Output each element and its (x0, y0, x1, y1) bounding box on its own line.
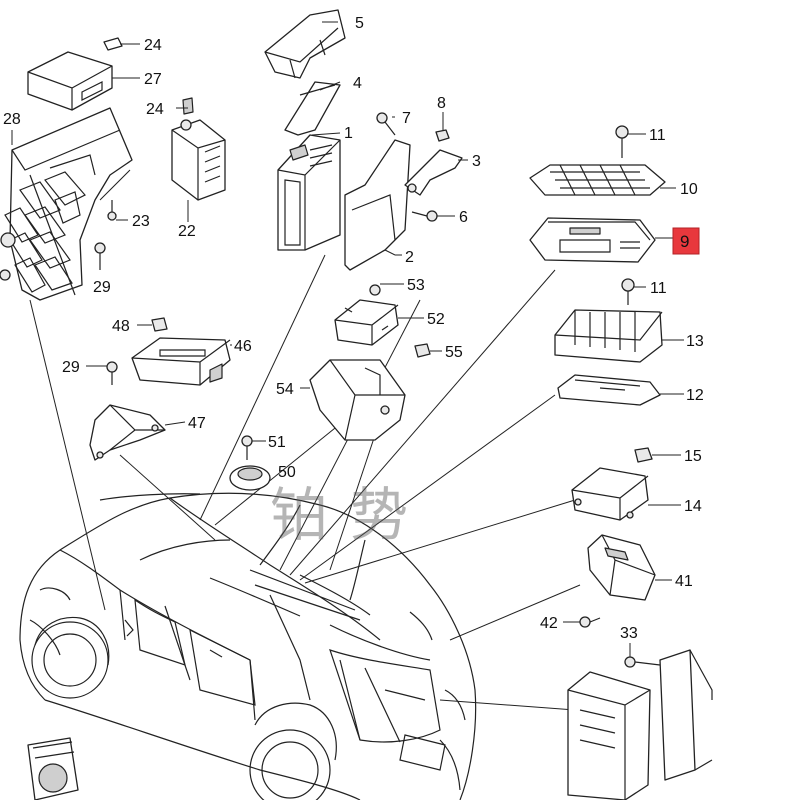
callout-11-top: 11 (649, 127, 666, 144)
vehicle-outline (19, 492, 477, 800)
callout-3: 3 (472, 153, 481, 170)
callout-9: 9 (680, 232, 689, 251)
callout-53: 53 (407, 277, 425, 294)
callout-12: 12 (686, 387, 704, 404)
callout-29-mid: 29 (62, 359, 80, 376)
part-1-control-unit (277, 134, 341, 251)
part-12-control-unit (557, 374, 661, 406)
part-29-bolt-top (94, 242, 106, 270)
callout-54: 54 (276, 381, 294, 398)
callout-1: 1 (344, 125, 353, 142)
callout-42: 42 (540, 615, 558, 632)
callout-7: 7 (402, 110, 411, 127)
part-4-bracket (284, 81, 341, 136)
part-29-bolt-mid (106, 361, 118, 385)
callout-50: 50 (278, 464, 296, 481)
part-8-nut (435, 129, 450, 142)
part-46-module (131, 337, 231, 386)
part-5-cover (264, 9, 346, 79)
part-9-control-unit (529, 217, 656, 263)
honeycomb-pattern (4, 171, 86, 293)
callout-28: 28 (3, 111, 21, 128)
callout-9-highlight (672, 227, 700, 255)
part-15-nut (634, 447, 653, 463)
part-7-bolt (376, 112, 396, 136)
callout-51: 51 (268, 434, 286, 451)
callout-46: 46 (234, 338, 252, 355)
part-14-control-unit (571, 467, 649, 521)
bottom-left-speaker (27, 737, 79, 800)
part-48-nut (151, 317, 168, 332)
part-13-housing (554, 309, 663, 363)
callout-23: 23 (132, 213, 150, 230)
callout-48: 48 (112, 318, 130, 335)
part-50-sensor (229, 465, 271, 491)
callout-5: 5 (355, 15, 364, 32)
part-55-nut (414, 343, 431, 358)
callout-10: 10 (680, 181, 698, 198)
callout-33: 33 (620, 625, 638, 642)
part-33-bolt (624, 656, 661, 668)
part-10-cover (529, 164, 666, 196)
callout-14: 14 (684, 498, 702, 515)
callout-labels: 24 27 24 28 23 22 29 5 4 7 8 1 3 6 2 11 … (3, 15, 704, 642)
part-11-bolt-top (615, 125, 629, 158)
part-6-bolt (411, 210, 438, 222)
callout-47: 47 (188, 415, 206, 432)
part-53-bolt (369, 284, 381, 296)
callout-52: 52 (427, 311, 445, 328)
watermark-text: 铂势 (270, 481, 430, 549)
part-22-control-unit (171, 97, 226, 222)
callout-leaders (86, 21, 684, 657)
callout-24-top: 24 (144, 37, 162, 54)
part-42-bolt (579, 616, 601, 628)
callout-6: 6 (459, 209, 468, 226)
part-2-bracket (344, 139, 411, 271)
part-51-bolt (241, 435, 253, 460)
part-11-bolt-mid (621, 278, 635, 305)
part-52-module (334, 299, 399, 346)
part-23-bolt (107, 200, 117, 221)
callout-13: 13 (686, 333, 704, 350)
callout-29-top: 29 (93, 279, 111, 296)
callout-15: 15 (684, 448, 702, 465)
callout-2: 2 (405, 249, 414, 266)
part-41-module (587, 534, 656, 601)
bottom-right-control-unit (567, 649, 713, 800)
callout-55: 55 (445, 344, 463, 361)
callout-41: 41 (675, 573, 693, 590)
part-3-bracket (404, 149, 463, 196)
callout-24-mid: 24 (146, 101, 164, 118)
callout-11-mid: 11 (650, 280, 667, 297)
part-54-bracket (309, 359, 406, 441)
callout-4: 4 (353, 75, 362, 92)
callout-8: 8 (437, 95, 446, 112)
callout-27: 27 (144, 71, 162, 88)
part-28-bracket (0, 107, 133, 301)
part-47-bracket (89, 404, 166, 461)
callout-22: 22 (178, 223, 196, 240)
part-27-module (27, 37, 123, 111)
